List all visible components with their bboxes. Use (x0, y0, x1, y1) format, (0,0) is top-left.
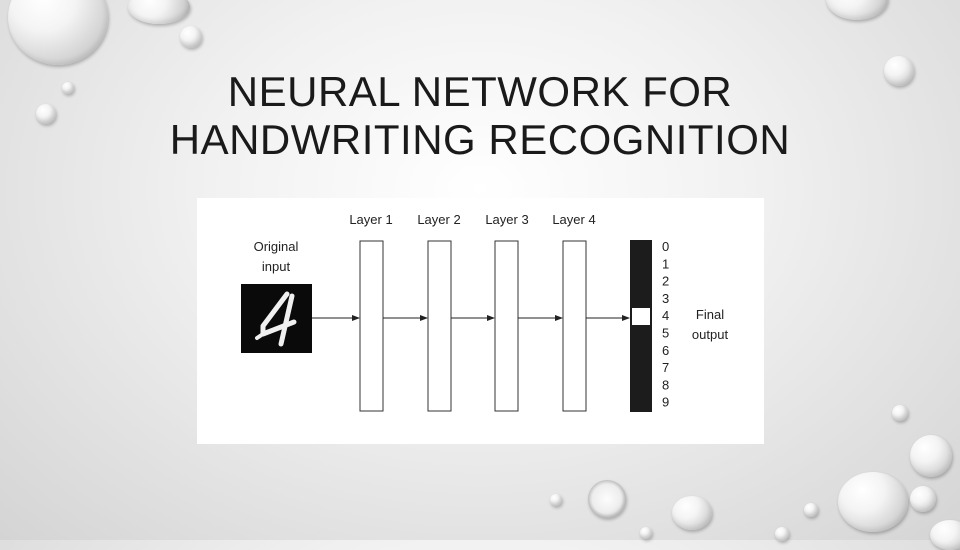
final-output-label-line-2: output (692, 327, 729, 342)
water-drop-decoration (62, 82, 74, 94)
water-drop-decoration (910, 435, 952, 477)
network-diagram: Original input Layer 1 Layer 2 Layer 3 L… (197, 198, 764, 444)
layer-box-2 (427, 240, 452, 412)
output-digit-label: 3 (662, 291, 669, 306)
layer-label-4: Layer 4 (552, 212, 595, 227)
final-output-label-line-1: Final (696, 307, 724, 322)
water-drop-decoration (884, 56, 914, 86)
layer-label-1: Layer 1 (349, 212, 392, 227)
water-drop-decoration (804, 503, 818, 517)
slide-title: NEURAL NETWORK FOR HANDWRITING RECOGNITI… (0, 68, 960, 164)
network-diagram-svg: Original input Layer 1 Layer 2 Layer 3 L… (241, 212, 729, 412)
layer-label-3: Layer 3 (485, 212, 528, 227)
water-drop-decoration (588, 480, 626, 518)
water-drop-decoration (8, 0, 108, 65)
handwritten-digit-image (241, 284, 312, 353)
input-label-line-2: input (262, 259, 291, 274)
output-digit-label: 8 (662, 377, 669, 392)
water-drop-decoration (910, 486, 936, 512)
water-drop-decoration (180, 26, 202, 48)
output-bar (630, 240, 652, 412)
layer-box-1 (359, 240, 384, 412)
water-drop-decoration (128, 0, 190, 24)
water-drop-decoration (930, 520, 960, 550)
output-digit-label: 5 (662, 326, 669, 341)
output-digit-label: 9 (662, 395, 669, 410)
output-digit-label: 7 (662, 360, 669, 375)
layer-label-2: Layer 2 (417, 212, 460, 227)
output-digit-label: 2 (662, 274, 669, 289)
water-drop-decoration (36, 104, 56, 124)
output-digit-label: 0 (662, 239, 669, 254)
output-digit-label: 4 (662, 308, 669, 323)
output-highlight-cell (632, 308, 650, 325)
water-drop-decoration (640, 527, 652, 539)
water-drop-decoration (892, 405, 908, 421)
slide-title-line-1: NEURAL NETWORK FOR (227, 68, 733, 115)
slide-title-line-2: HANDWRITING RECOGNITION (169, 116, 791, 163)
layer-box-3 (494, 240, 519, 412)
water-drop-decoration (838, 472, 908, 532)
water-drop-decoration (672, 496, 712, 530)
layer-box-4 (562, 240, 587, 412)
output-digit-label: 1 (662, 256, 669, 271)
input-label-line-1: Original (254, 239, 299, 254)
output-digit-labels: 0 1 2 3 4 5 6 7 8 9 (662, 239, 669, 410)
water-drop-decoration (550, 494, 562, 506)
water-drop-decoration (775, 527, 789, 541)
output-digit-label: 6 (662, 343, 669, 358)
water-drop-decoration (826, 0, 888, 20)
